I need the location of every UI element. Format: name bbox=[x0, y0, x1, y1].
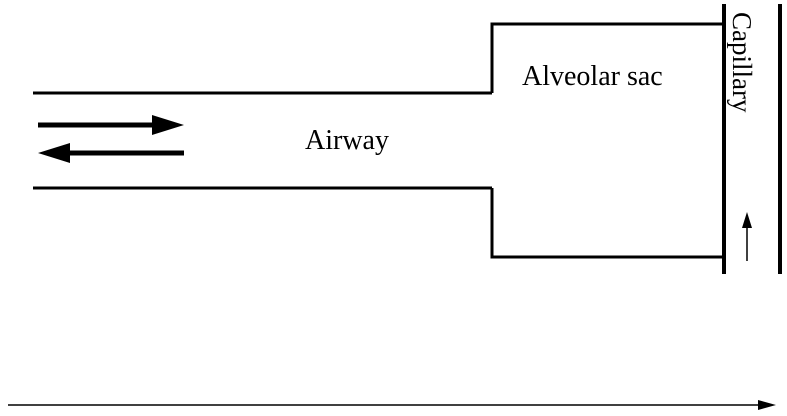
capillary-label: Capillary bbox=[727, 12, 757, 113]
inflow-arrow bbox=[38, 115, 184, 135]
airway-walls bbox=[33, 91, 492, 190]
alveolar-sac-outline bbox=[490, 22, 724, 259]
outflow-arrow bbox=[38, 143, 184, 163]
alveolar-sac-label: Alveolar sac bbox=[522, 61, 663, 92]
alveolar-sac-lower-wall bbox=[490, 188, 724, 259]
airway-label: Airway bbox=[305, 125, 389, 156]
capillary-flow-arrow bbox=[742, 212, 752, 261]
alveolar-sac-upper-wall bbox=[490, 22, 724, 93]
axis-arrow bbox=[8, 400, 776, 410]
